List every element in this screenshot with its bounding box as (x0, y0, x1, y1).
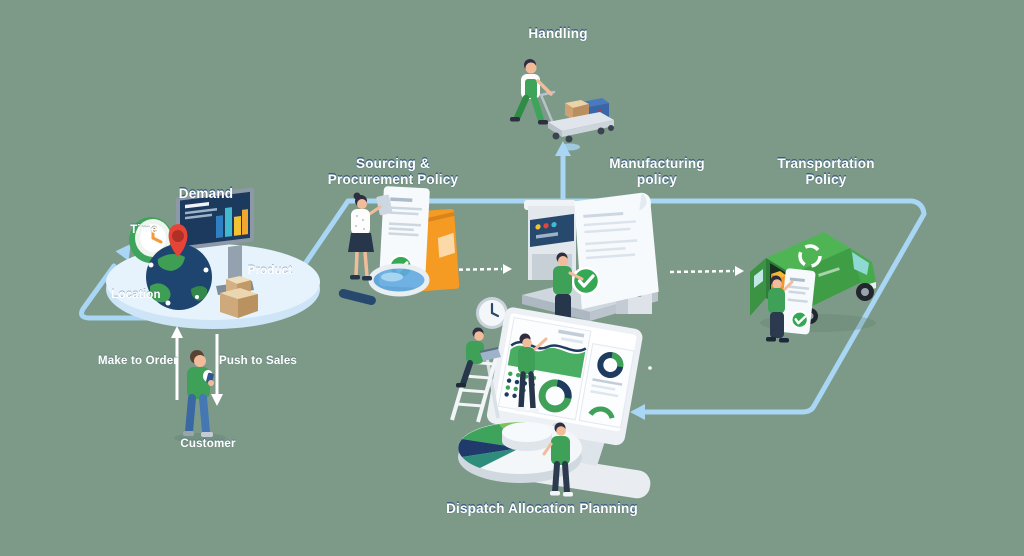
manufacturing-illustration (522, 192, 659, 325)
handling-worker-figure (510, 59, 553, 125)
dispatch-illustration (450, 297, 652, 499)
ladder-analyst-figure (456, 327, 501, 388)
flow-loop-line (79, 153, 927, 415)
location-pin-icon (168, 224, 188, 257)
dashed-arrow-manufacturing-to-transportation (669, 266, 744, 276)
transportation-illustration (750, 232, 876, 343)
make-to-order-arrow (171, 326, 183, 400)
push-to-sales-arrow (211, 334, 223, 406)
magnifier-icon (338, 263, 430, 305)
sourcing-woman-figure (348, 192, 393, 281)
handling-illustration (510, 59, 614, 151)
presenter-figure (502, 333, 552, 451)
customer-illustration (174, 350, 226, 443)
sourcing-illustration (338, 186, 460, 305)
demand-monitor-icon (176, 187, 254, 251)
dispatch-clock-icon (476, 297, 508, 329)
transport-worker-figure (766, 275, 794, 343)
product-boxes-icon (220, 276, 258, 318)
demand-illustration (106, 187, 320, 329)
dispatch-analyst-figure (542, 422, 573, 497)
globe-icon (146, 244, 212, 310)
